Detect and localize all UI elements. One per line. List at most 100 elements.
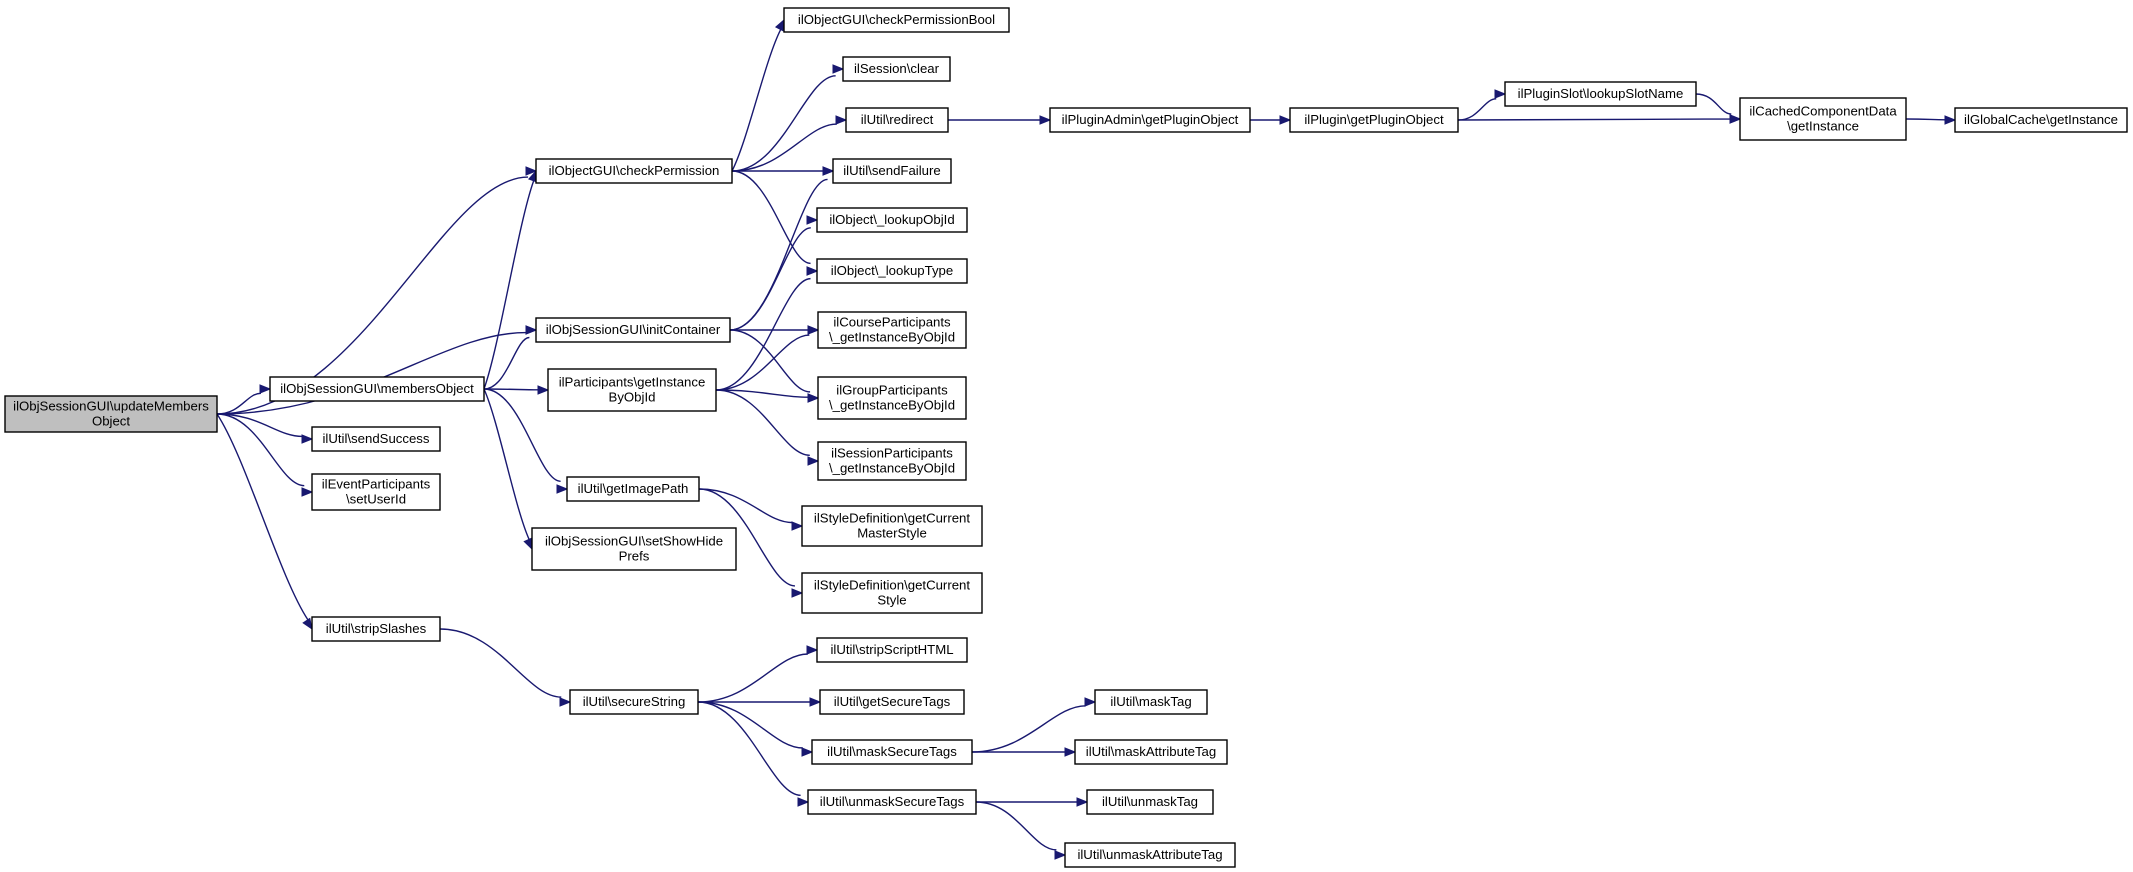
node-box (311, 616, 441, 642)
node-participantsGetInstance[interactable]: ilParticipants\getInstanceByObjId (547, 368, 717, 412)
edge-line (483, 388, 539, 391)
edge-line (698, 488, 793, 524)
edge-line (216, 413, 303, 438)
edge-arrowhead (523, 537, 533, 551)
node-sessionParticipants[interactable]: ilSessionParticipants\_getInstanceByObjI… (817, 441, 967, 481)
node-getImagePath[interactable]: ilUtil\getImagePath (566, 476, 700, 502)
graph-edges (216, 18, 1957, 860)
edge-arrowhead (797, 797, 810, 807)
edge-arrowhead (791, 521, 804, 531)
node-getSecureTags[interactable]: ilUtil\getSecureTags (819, 689, 965, 715)
node-unmaskSecureTags[interactable]: ilUtil\unmaskSecureTags (807, 789, 977, 815)
node-box (801, 572, 983, 614)
edge-line (729, 178, 828, 331)
node-membersObject[interactable]: ilObjSessionGUI\membersObject (269, 376, 485, 402)
node-maskTag[interactable]: ilUtil\maskTag (1094, 689, 1208, 715)
edge-pluginGet-to-cachedComponent (1457, 114, 1742, 124)
node-label: ilObjSessionGUI\setShowHide (545, 534, 723, 549)
edge-line (483, 180, 535, 390)
node-maskAttributeTag[interactable]: ilUtil\maskAttributeTag (1074, 739, 1228, 765)
node-box (531, 527, 737, 571)
node-box (816, 637, 968, 663)
node-label: ilEventParticipants (322, 477, 431, 492)
node-maskSecureTags[interactable]: ilUtil\maskSecureTags (811, 739, 973, 765)
edge-line (216, 392, 262, 415)
edge-line (715, 277, 811, 391)
edge-root-to-setUserId (216, 413, 314, 497)
node-label: ilGlobalCache\getInstance (1964, 112, 2118, 127)
node-label: ilStyleDefinition\getCurrent (814, 578, 970, 593)
node-stripScriptHTML[interactable]: ilUtil\stripScriptHTML (816, 637, 968, 663)
node-pluginSlot[interactable]: ilPluginSlot\lookupSlotName (1504, 81, 1697, 107)
node-label: ilUtil\maskAttributeTag (1086, 744, 1216, 759)
node-box (817, 376, 967, 420)
node-label: ilUtil\getImagePath (578, 481, 689, 496)
node-lookupObjId[interactable]: ilObject\_lookupObjId (816, 207, 968, 233)
node-initContainer[interactable]: ilObjSessionGUI\initContainer (535, 317, 731, 343)
node-secureString[interactable]: ilUtil\secureString (569, 689, 699, 715)
node-unmaskTag[interactable]: ilUtil\unmaskTag (1086, 789, 1214, 815)
edge-root-to-checkPermission (216, 166, 538, 415)
node-label: ilParticipants\getInstance (559, 375, 706, 390)
node-box (1086, 789, 1214, 815)
node-box (1074, 739, 1228, 765)
edge-membersObject-to-participantsGetInstance (483, 385, 550, 395)
edge-initContainer-to-lookupObjId (729, 215, 819, 331)
node-box (569, 689, 699, 715)
edge-arrowhead (806, 266, 819, 276)
edge-arrowhead (1039, 115, 1052, 125)
edge-line (731, 29, 782, 172)
edge-unmaskSecureTags-to-unmaskTag (976, 797, 1089, 807)
edge-arrowhead (1494, 89, 1507, 99)
node-redirect[interactable]: ilUtil\redirect (845, 107, 949, 133)
edge-root-to-membersObject (216, 384, 272, 415)
node-unmaskAttributeTag[interactable]: ilUtil\unmaskAttributeTag (1064, 842, 1236, 868)
node-sendSuccess[interactable]: ilUtil\sendSuccess (311, 426, 441, 452)
node-sendFailure[interactable]: ilUtil\sendFailure (832, 158, 952, 184)
edge-line (216, 176, 529, 415)
edge-line (697, 701, 803, 749)
edge-arrowhead (807, 393, 820, 403)
node-label: ilUtil\unmaskSecureTags (820, 794, 965, 809)
edge-line (715, 389, 809, 398)
node-label: ilUtil\sendFailure (843, 163, 940, 178)
node-courseParticipants[interactable]: ilCourseParticipants\_getInstanceByObjId (817, 311, 967, 349)
node-checkPermissionBool[interactable]: ilObjectGUI\checkPermissionBool (783, 7, 1010, 33)
node-pluginGet[interactable]: ilPlugin\getPluginObject (1289, 107, 1459, 133)
node-box (832, 158, 952, 184)
node-label: ilObject\_lookupType (831, 263, 953, 278)
node-pluginAdmin[interactable]: ilPluginAdmin\getPluginObject (1049, 107, 1251, 133)
edge-redirect-to-pluginAdmin (948, 115, 1052, 125)
node-globalCache[interactable]: ilGlobalCache\getInstance (1954, 107, 2128, 133)
node-box (269, 376, 485, 402)
node-label: ilSession\clear (854, 61, 940, 76)
node-groupParticipants[interactable]: ilGroupParticipants\_getInstanceByObjId (817, 376, 967, 420)
node-sessionClear[interactable]: ilSession\clear (842, 56, 951, 82)
node-checkPermission[interactable]: ilObjectGUI\checkPermission (535, 158, 733, 184)
node-box (1504, 81, 1697, 107)
edge-checkPermission-to-checkPermissionBool (731, 18, 785, 172)
node-label: Object (92, 414, 130, 429)
node-box (311, 426, 441, 452)
node-stripSlashes[interactable]: ilUtil\stripSlashes (311, 616, 441, 642)
node-setUserId[interactable]: ilEventParticipants\setUserId (311, 473, 441, 511)
node-label: ilSessionParticipants (831, 446, 953, 461)
node-lookupType[interactable]: ilObject\_lookupType (816, 258, 968, 284)
node-box (1049, 107, 1251, 133)
node-cachedComponent[interactable]: ilCachedComponentData\getInstance (1739, 97, 1907, 141)
node-label: Prefs (619, 549, 650, 564)
node-box (811, 739, 973, 765)
node-label: ilGroupParticipants (836, 383, 948, 398)
edge-stripSlashes-to-secureString (439, 628, 572, 707)
node-box (783, 7, 1010, 33)
node-box (547, 368, 717, 412)
edge-participantsGetInstance-to-courseParticipants (715, 325, 820, 391)
edge-line (216, 413, 309, 621)
edge-arrowhead (525, 325, 538, 335)
node-box (807, 789, 977, 815)
edge-arrowhead (301, 434, 314, 444)
